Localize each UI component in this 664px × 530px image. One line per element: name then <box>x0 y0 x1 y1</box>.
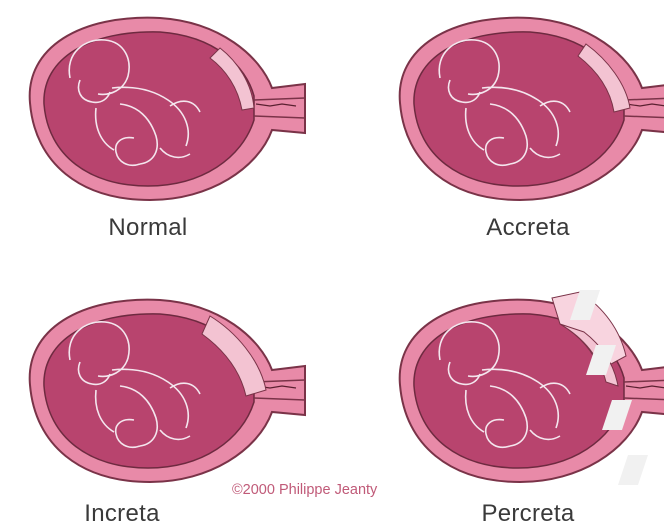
uterus-diagram-normal <box>10 8 310 208</box>
uterus-icon <box>30 18 305 200</box>
panel-accreta: Accreta <box>380 8 664 208</box>
uterus-diagram-percreta <box>380 290 664 490</box>
panel-label: Increta <box>12 500 232 528</box>
panel-label: Accreta <box>418 214 638 242</box>
panel-label: Normal <box>38 214 258 242</box>
uterus-diagram-accreta <box>380 8 664 208</box>
uterus-diagram-increta <box>10 290 310 490</box>
uterus-icon <box>400 300 664 482</box>
copyright-notice: ©2000 Philippe Jeanty <box>232 482 377 498</box>
panel-percreta: Percreta <box>380 290 664 490</box>
panel-normal: Normal <box>10 8 310 208</box>
panel-label: Percreta <box>418 500 638 528</box>
panel-increta: Increta <box>10 290 310 490</box>
